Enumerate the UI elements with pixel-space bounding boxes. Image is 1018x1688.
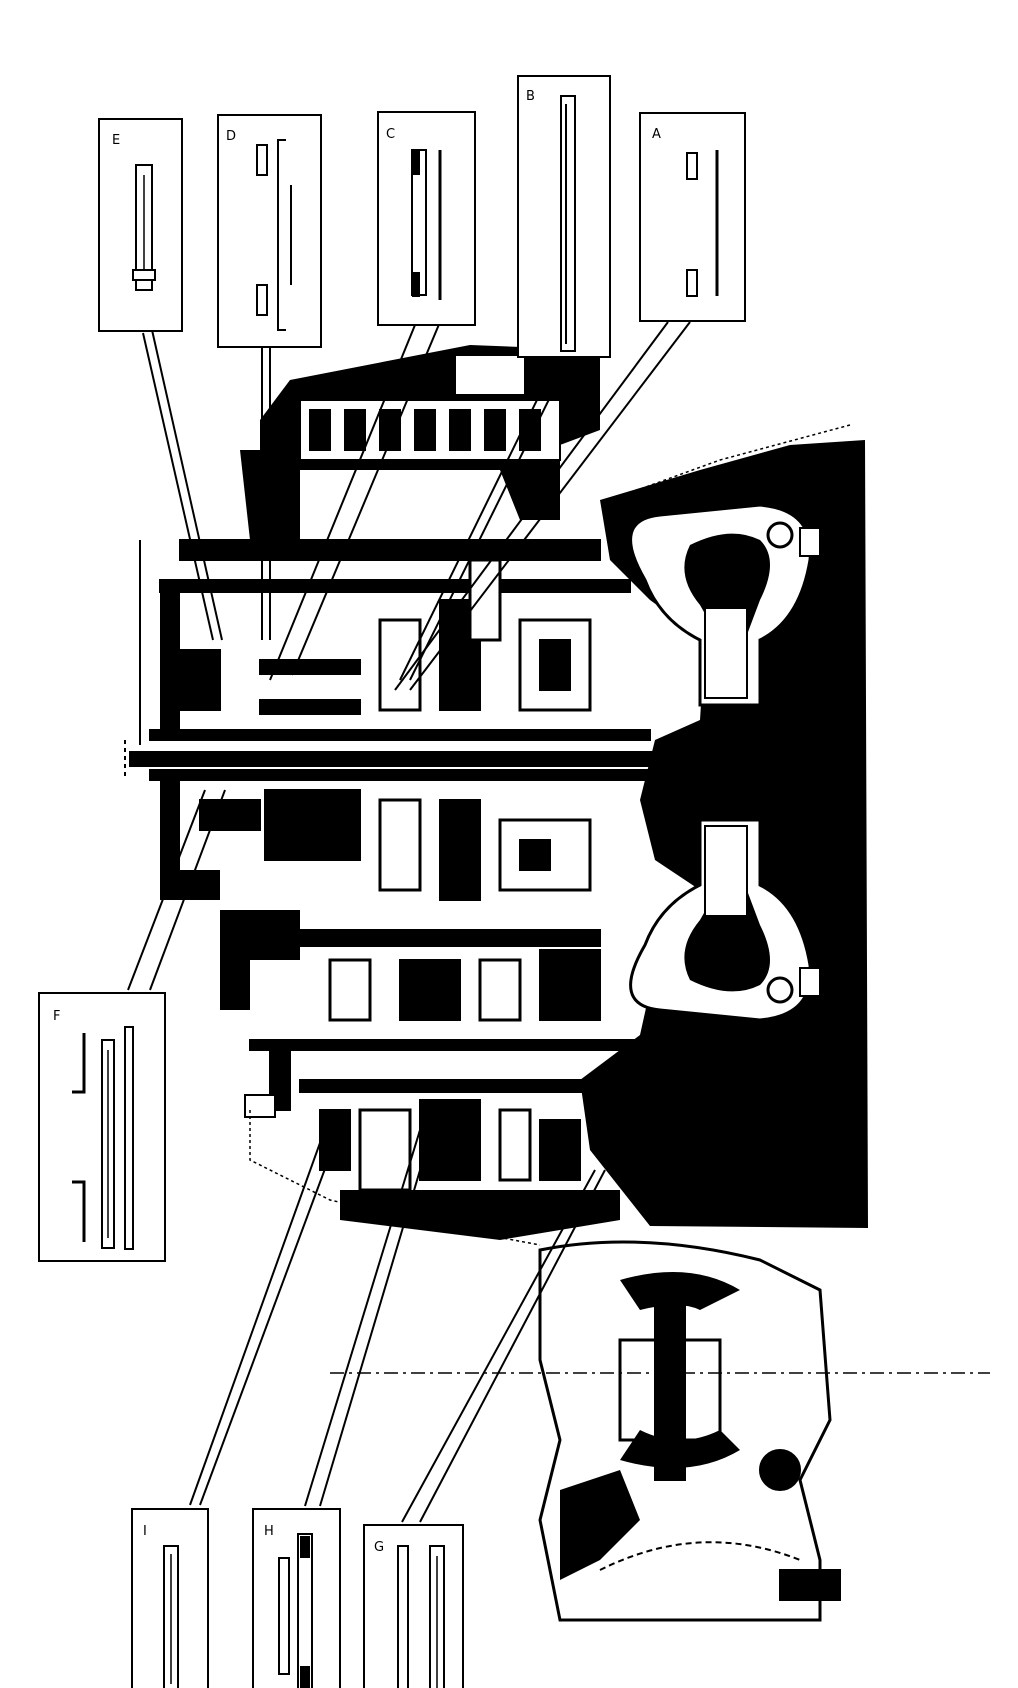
callout-box-e: E [98, 118, 183, 332]
callout-label-h: H [264, 1524, 274, 1539]
counter-shaft [244, 1039, 681, 1240]
callout-box-i: I [131, 1508, 209, 1688]
callout-box-d: D [217, 114, 322, 348]
differential [538, 1240, 841, 1622]
callout-box-c: C [377, 111, 476, 326]
leader-lines [127, 321, 691, 1523]
callout-label-g: G [374, 1540, 384, 1555]
callout-box-h: H [252, 1508, 341, 1688]
callout-label-b: B [526, 89, 535, 104]
callout-label-e: E [112, 133, 120, 148]
upper-gear-cluster [139, 345, 651, 745]
lower-gear-cluster [149, 769, 651, 1022]
callout-label-d: D [226, 129, 236, 144]
torque-converter-upper [629, 503, 821, 707]
transmission-assembly [124, 345, 990, 1622]
callout-label-a: A [652, 127, 661, 142]
callout-label-f: F [53, 1009, 60, 1024]
callout-box-f: F [38, 992, 166, 1262]
callout-label-i: I [143, 1524, 147, 1539]
callout-box-g: G [363, 1524, 464, 1688]
callout-label-c: C [386, 127, 395, 142]
input-shaft [129, 751, 831, 767]
callout-box-a: A [639, 112, 746, 322]
callout-box-b: B [517, 75, 611, 358]
torque-converter-lower [629, 818, 821, 1022]
housing-outline [249, 424, 851, 1246]
